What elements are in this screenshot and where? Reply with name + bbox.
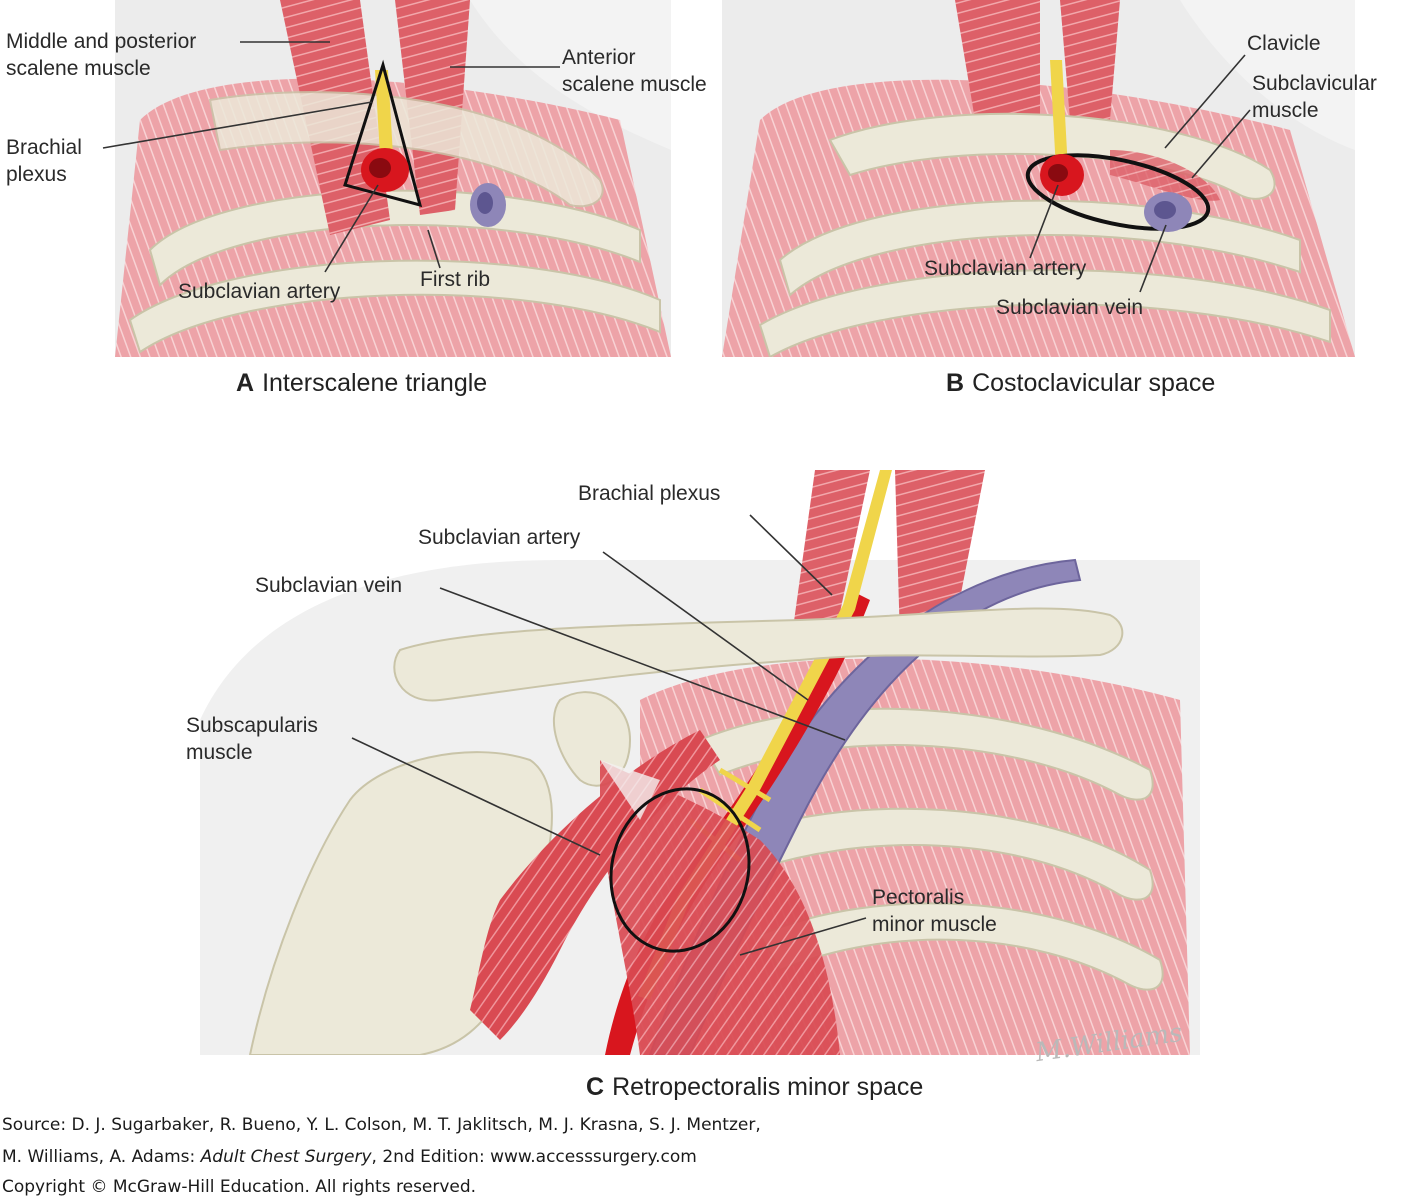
source-line-1: Source: D. J. Sugarbaker, R. Bueno, Y. L… xyxy=(2,1115,761,1135)
label-subclavian-artery-a: Subclavian artery xyxy=(178,280,341,303)
pectoralis-minor-muscle xyxy=(600,760,840,1055)
label-line: plexus xyxy=(6,163,67,186)
source-authors: M. Williams, A. Adams: xyxy=(2,1147,201,1167)
caption-letter: C xyxy=(586,1073,605,1101)
panel-b-illustration xyxy=(722,0,1355,357)
scalene-b-2 xyxy=(1060,0,1120,120)
source-line-2: M. Williams, A. Adams: Adult Chest Surge… xyxy=(2,1147,697,1167)
label-line: Brachial xyxy=(6,136,82,159)
second-rib xyxy=(128,259,661,354)
label-line: muscle xyxy=(186,741,253,764)
label-middle-posterior-scalene: Middle and posterior scalene muscle xyxy=(6,28,196,82)
source-edition: , 2nd Edition: www.accesssurgery.com xyxy=(371,1147,697,1167)
scalene-b xyxy=(955,0,1040,120)
interscalene-triangle xyxy=(343,59,423,208)
rib-c-2 xyxy=(718,807,1154,901)
label-subclavicular-muscle: Subclavicular muscle xyxy=(1252,70,1377,124)
caption-letter: A xyxy=(236,369,255,397)
label-subscapularis-muscle: Subscapularis muscle xyxy=(186,712,318,766)
brachial-plexus-b xyxy=(1050,60,1068,170)
copyright-line: Copyright © McGraw-Hill Education. All r… xyxy=(2,1177,477,1197)
label-subclavian-artery-b: Subclavian artery xyxy=(924,257,1087,280)
source-book-title: Adult Chest Surgery xyxy=(200,1147,372,1167)
label-line: Anterior xyxy=(562,46,636,69)
label-line: Subclavicular xyxy=(1252,72,1377,95)
neck-muscle-2 xyxy=(895,470,985,650)
label-pectoralis-minor-muscle: Pectoralis minor muscle xyxy=(872,884,997,938)
caption-letter: B xyxy=(946,369,965,397)
caption-text: Retropectoralis minor space xyxy=(612,1073,924,1101)
caption-text: Interscalene triangle xyxy=(262,369,488,397)
label-subclavian-vein-c: Subclavian vein xyxy=(255,574,403,597)
first-rib xyxy=(148,189,641,287)
panel-a-illustration xyxy=(115,0,671,357)
label-brachial-plexus-c: Brachial plexus xyxy=(578,482,721,505)
label-anterior-scalene: Anterior scalene muscle xyxy=(562,44,707,98)
panel-c-illustration xyxy=(200,465,1200,1055)
label-line: scalene muscle xyxy=(562,73,707,96)
clavicle-b xyxy=(828,112,1276,200)
label-clavicle: Clavicle xyxy=(1247,32,1321,55)
label-brachial-plexus-a: Brachial plexus xyxy=(6,134,82,188)
rib-c-3 xyxy=(758,902,1164,991)
label-line: scalene muscle xyxy=(6,57,151,80)
label-first-rib: First rib xyxy=(420,268,490,291)
label-line: muscle xyxy=(1252,99,1319,122)
costoclavicular-space xyxy=(1025,153,1211,231)
label-subclavian-artery-c: Subclavian artery xyxy=(418,526,581,549)
leader-lines xyxy=(102,41,1251,956)
neck-muscle-1 xyxy=(790,470,870,660)
caption-text: Costoclavicular space xyxy=(972,369,1216,397)
clavicle-c xyxy=(393,607,1124,702)
second-rib-b xyxy=(758,269,1331,357)
label-line: Middle and posterior xyxy=(6,30,197,53)
label-line: Pectoralis xyxy=(872,886,965,909)
label-line: minor muscle xyxy=(872,913,997,936)
label-line: Subscapularis xyxy=(186,714,318,737)
label-subclavian-vein-b: Subclavian vein xyxy=(996,296,1144,319)
retropectoralis-minor-space xyxy=(609,787,751,953)
